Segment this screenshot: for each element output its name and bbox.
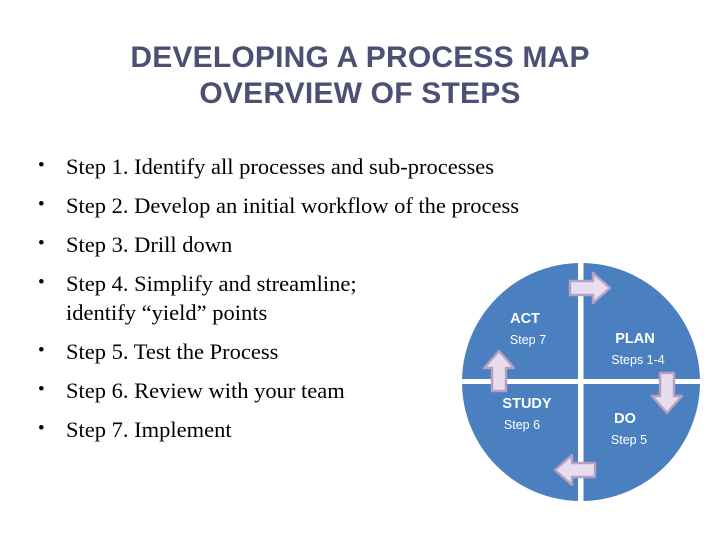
- list-item: Step 1. Identify all processes and sub-p…: [30, 151, 670, 181]
- arrow-down-icon: [650, 371, 684, 415]
- list-item-text: Step 2. Develop an initial workflow of t…: [66, 193, 520, 218]
- pdca-study-title: STUDY: [502, 396, 551, 412]
- arrow-up-icon: [482, 349, 516, 393]
- arrow-right-icon: [568, 271, 612, 305]
- pdca-cycle-diagram: ACT Step 7 PLAN Steps 1-4 STUDY Step 6 D…: [462, 263, 706, 501]
- list-item-text: Step 3. Drill down: [66, 232, 233, 257]
- pdca-plan-subtitle: Steps 1-4: [611, 353, 665, 367]
- page-title: DEVELOPING A PROCESS MAP OVERVIEW OF STE…: [50, 40, 670, 112]
- list-item: Step 3. Drill down: [30, 229, 670, 259]
- pdca-do-subtitle: Step 5: [611, 433, 647, 447]
- arrow-left-icon: [553, 453, 597, 487]
- list-item: Step 4. Simplify and streamline; identif…: [30, 268, 670, 327]
- pdca-quadrant-act: ACT Step 7: [510, 311, 546, 347]
- pdca-do-title: DO: [614, 411, 636, 427]
- list-item-continuation: identify “yield” points: [66, 300, 268, 325]
- list-item-text: Step 4. Simplify and streamline;: [66, 271, 357, 296]
- list-item: Step 7. Implement: [30, 414, 670, 444]
- pdca-plan-title: PLAN: [615, 331, 654, 347]
- list-item: Step 6. Review with your team: [30, 375, 670, 405]
- pdca-quadrant-do: DO Step 5: [611, 411, 647, 447]
- pdca-quadrant-plan: PLAN Steps 1-4: [611, 331, 665, 367]
- list-item-text: Step 5. Test the Process: [66, 339, 279, 364]
- title-line-1: DEVELOPING A PROCESS MAP: [130, 41, 590, 74]
- pdca-study-subtitle: Step 6: [504, 418, 540, 432]
- pdca-quadrant-study: STUDY Step 6: [502, 396, 551, 432]
- pdca-act-subtitle: Step 7: [510, 333, 546, 347]
- list-item: Step 2. Develop an initial workflow of t…: [30, 190, 670, 220]
- list-item-text: Step 6. Review with your team: [66, 378, 345, 403]
- steps-list: Step 1. Identify all processes and sub-p…: [30, 151, 670, 454]
- list-item-text: Step 1. Identify all processes and sub-p…: [66, 154, 495, 179]
- list-item-text: Step 7. Implement: [66, 417, 232, 442]
- title-line-2: OVERVIEW OF STEPS: [199, 77, 521, 110]
- pdca-act-title: ACT: [510, 311, 540, 327]
- pdca-divider-horizontal: [462, 379, 704, 384]
- list-item: Step 5. Test the Process: [30, 336, 670, 366]
